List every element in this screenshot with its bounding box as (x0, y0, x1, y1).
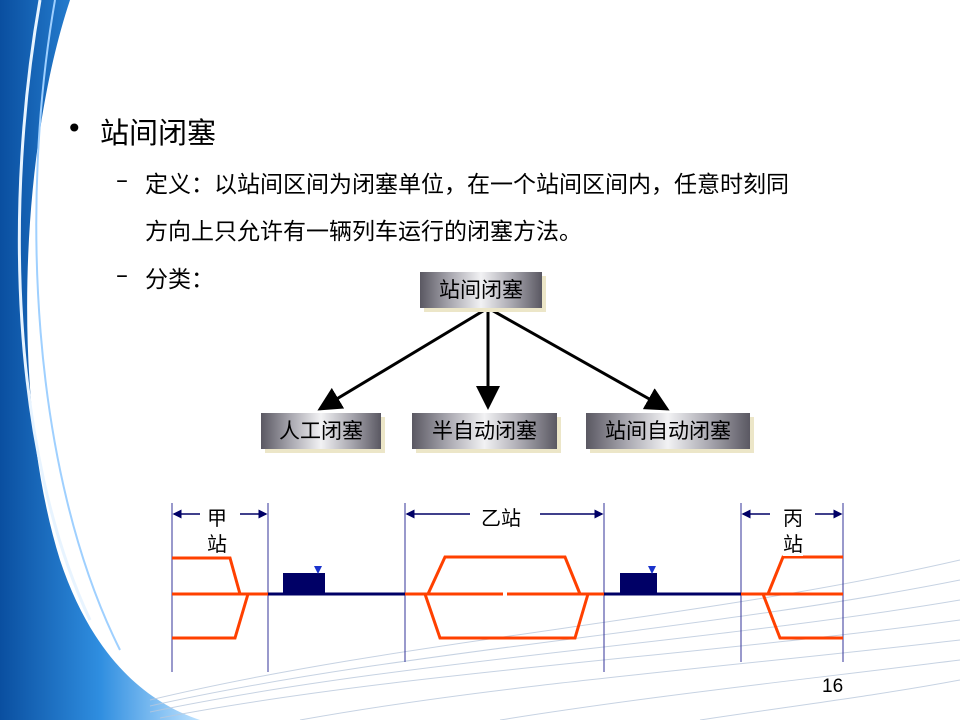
station-guides (171, 503, 844, 672)
tree-node-auto: 站间自动闭塞 (586, 413, 750, 449)
dash-symbol: – (116, 261, 128, 289)
classification-label: 分类： (145, 267, 214, 293)
definition-line-2: 方向上只允许有一辆列车运行的闭塞方法。 (145, 219, 582, 245)
tree-node-semi-auto: 半自动闭塞 (412, 413, 557, 449)
tree-arrows (317, 306, 670, 411)
tree-node-manual: 人工闭塞 (261, 413, 381, 449)
tree-root-node: 站间闭塞 (420, 272, 542, 308)
station-a-label-2: 站 (207, 532, 227, 556)
station-c-label-2: 站 (783, 532, 803, 556)
slide-heading: 站间闭塞 (100, 116, 217, 150)
station-c-label: 丙 (783, 506, 803, 530)
bullet-symbol: • (66, 112, 83, 145)
station-tracks (172, 555, 843, 640)
signal-blocks (283, 566, 657, 594)
station-b-label: 乙站 (481, 506, 521, 530)
station-a-label: 甲 (207, 506, 227, 530)
definition-line-1: 定义：以站间区间为闭塞单位，在一个站间区间内，任意时刻同 (145, 172, 789, 198)
page-number: 16 (822, 676, 844, 697)
dash-symbol: – (116, 166, 128, 194)
